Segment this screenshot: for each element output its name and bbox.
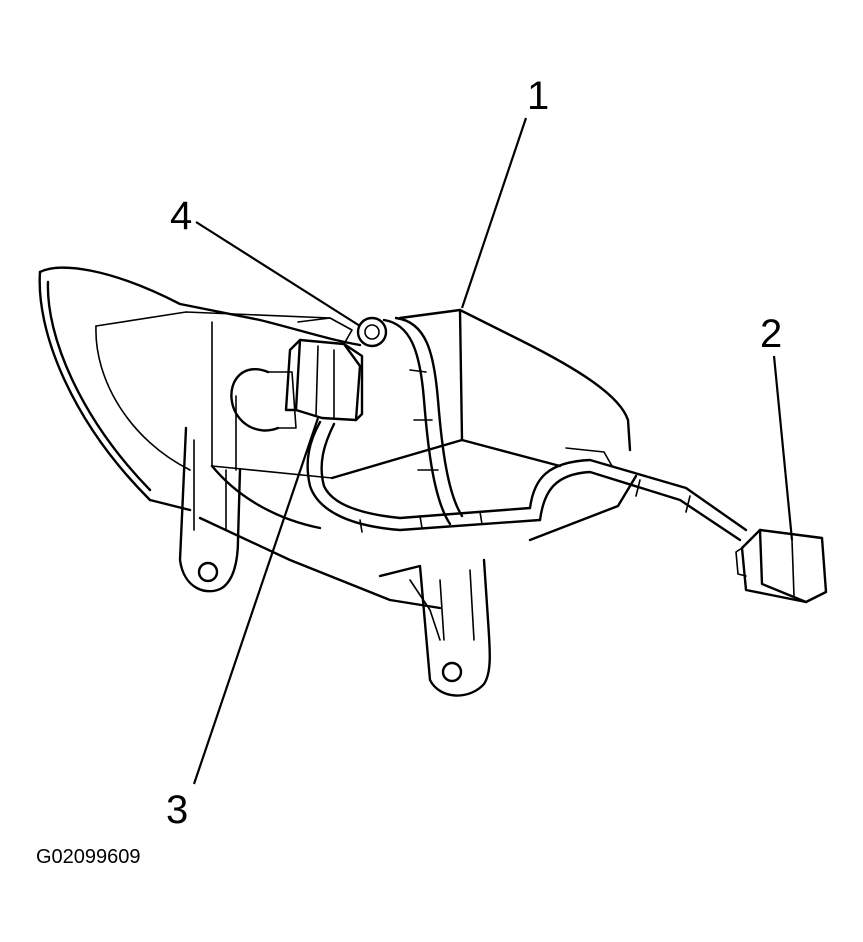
leader-lines <box>192 117 794 785</box>
harness-connector <box>735 528 828 604</box>
lamp-lens-outline <box>38 266 362 512</box>
leader-line-3 <box>192 417 320 785</box>
figure-id: G02099609 <box>36 846 141 868</box>
grommet <box>356 316 388 348</box>
wiring-harness <box>306 316 748 542</box>
callout-1: 1 <box>527 74 550 118</box>
leader-line-2 <box>772 355 794 541</box>
socket-connector <box>284 317 364 422</box>
bulb <box>230 368 297 432</box>
callout-3: 3 <box>166 788 189 832</box>
lamp-housing <box>198 308 638 610</box>
callout-2: 2 <box>760 312 783 356</box>
leader-line-4 <box>195 221 361 327</box>
right-mounting-tab <box>378 558 491 697</box>
leader-line-1 <box>460 117 528 309</box>
callout-4: 4 <box>170 194 193 238</box>
left-mounting-tab <box>178 426 242 593</box>
